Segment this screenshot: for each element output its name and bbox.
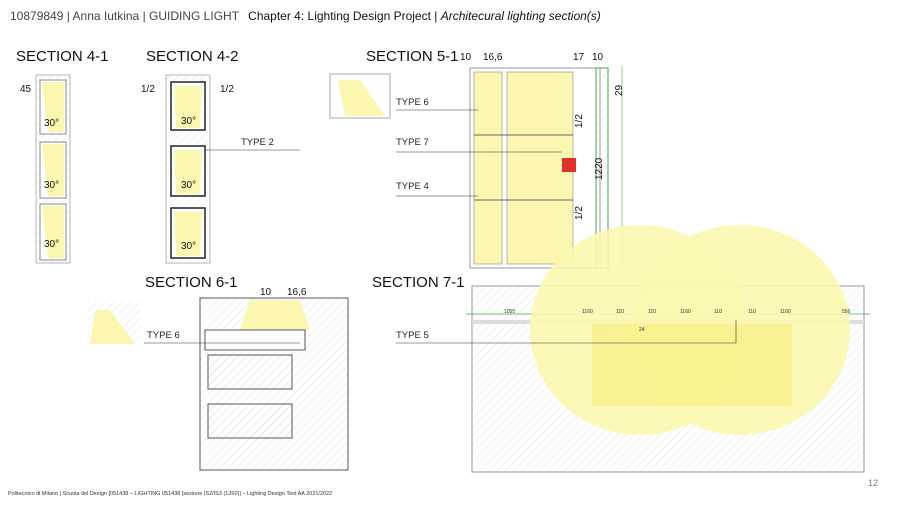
section-7-1-drawing <box>396 225 870 473</box>
dim-1160: 1160 <box>582 309 593 315</box>
section-7-1-title: SECTION 7-1 <box>372 274 465 291</box>
dim-16-6: 16,6 <box>483 52 503 63</box>
dim-110: 110 <box>616 309 624 315</box>
angle-label: 30° <box>181 116 197 127</box>
type-6-label-2: TYPE 6 <box>147 330 180 341</box>
dim-1160: 1160 <box>680 309 691 315</box>
angle-label: 30° <box>44 180 60 191</box>
dim-24: 24 <box>639 327 645 333</box>
page-number: 12 <box>868 478 879 488</box>
dim-1055: 1055 <box>504 309 516 315</box>
dim-half: 1/2 <box>141 84 155 95</box>
section-4-1-title: SECTION 4-1 <box>16 48 109 65</box>
section-4-1-drawing <box>35 74 71 264</box>
dim-half: 1/2 <box>574 114 585 128</box>
type-6-label: TYPE 6 <box>396 97 429 108</box>
dim-10: 10 <box>260 287 272 298</box>
dim-110: 110 <box>648 309 656 315</box>
header: 10879849 | Anna Iutkina | GUIDING LIGHT … <box>10 9 601 23</box>
dim-10: 10 <box>460 52 472 63</box>
dim-16-6: 16,6 <box>287 287 307 298</box>
dim-10: 10 <box>592 52 604 63</box>
dim-110: 110 <box>748 309 756 315</box>
header-chapter: Chapter 4: Lighting Design Project | <box>248 9 441 23</box>
header-subtitle: Architecural lighting section(s) <box>440 9 601 23</box>
type-5-label: TYPE 5 <box>396 330 429 341</box>
section-5-1-title: SECTION 5-1 <box>366 48 459 65</box>
dim-1220: 1220 <box>594 157 605 180</box>
angle-label: 30° <box>181 180 197 191</box>
type-4-label: TYPE 4 <box>396 181 429 192</box>
section-4-2-drawing <box>165 74 300 264</box>
dim-half: 1/2 <box>220 84 234 95</box>
section-6-1-title: SECTION 6-1 <box>145 274 238 291</box>
type-7-label: TYPE 7 <box>396 137 429 148</box>
dim-29: 29 <box>614 84 625 96</box>
section-5-1-drawing <box>329 66 623 269</box>
dim-556: 556 <box>842 309 851 315</box>
dim-110: 110 <box>714 309 722 315</box>
header-prefix: 10879849 | Anna Iutkina | GUIDING LIGHT <box>10 9 239 23</box>
dim-45: 45 <box>20 84 32 95</box>
dim-17: 17 <box>573 52 585 63</box>
angle-label: 30° <box>44 239 60 250</box>
angle-label: 30° <box>44 118 60 129</box>
section-6-1-drawing <box>88 297 349 471</box>
dim-1160: 1160 <box>780 309 791 315</box>
type-2-label: TYPE 2 <box>241 137 274 148</box>
dim-half: 1/2 <box>574 206 585 220</box>
section-4-2-title: SECTION 4-2 <box>146 48 239 65</box>
footer: Politecnico di Milano | Scuola del Desig… <box>8 491 333 497</box>
angle-label: 30° <box>181 241 197 252</box>
